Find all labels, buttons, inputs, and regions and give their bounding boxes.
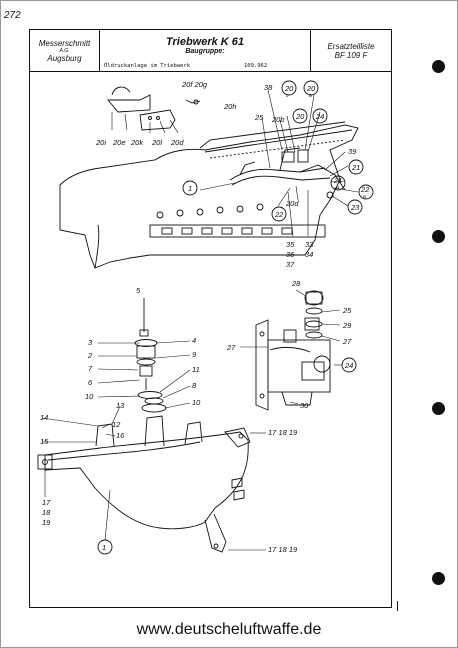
leader-lines-top	[111, 89, 359, 237]
leader-lines-tank	[41, 340, 266, 551]
label-11: 11	[192, 365, 200, 374]
callout-circles-top	[182, 80, 374, 222]
label-29: 29	[342, 321, 352, 330]
bracket-detail	[107, 86, 201, 131]
label-23: 23	[350, 203, 360, 212]
label-34: 34	[305, 250, 313, 259]
label-9: 9	[192, 350, 197, 359]
callout-circles-tank	[97, 539, 113, 555]
label-171819-a: 17 18 19	[268, 428, 298, 437]
label-7: 7	[88, 364, 93, 373]
city: Augsburg	[47, 53, 82, 63]
label-36: 36	[286, 250, 295, 259]
manufacturer-ag: A.G.	[59, 47, 70, 54]
oil-pump	[255, 290, 331, 411]
label-14: 14	[40, 413, 48, 422]
label-12: 12	[112, 420, 121, 429]
sheet-number: 109.962	[244, 63, 268, 69]
label-22: 22	[274, 210, 284, 219]
label-20-mid: 20	[295, 112, 305, 121]
label-21: 21	[351, 163, 360, 172]
label-17: 17	[42, 498, 51, 507]
margin-tick	[397, 601, 398, 611]
binder-hole-4	[432, 572, 445, 585]
label-20e: 20e	[112, 138, 126, 147]
label-20b: 20b	[271, 115, 285, 124]
binder-hole-1	[432, 60, 445, 73]
label-20i: 20i	[95, 138, 106, 147]
leader-lines-pump	[240, 289, 342, 405]
label-13: 13	[116, 401, 125, 410]
label-20h: 20h	[223, 102, 237, 111]
label-27-left: 27	[226, 343, 236, 352]
label-20a-sub: a	[309, 93, 312, 99]
label-8: 8	[192, 381, 197, 390]
label-20d: 20d	[285, 199, 299, 208]
filler-cap-stack	[134, 298, 163, 399]
label-20d-top: 20d	[170, 138, 184, 147]
label-16: 16	[116, 431, 125, 440]
aircraft-model: BF 109 F	[334, 50, 368, 60]
title-cell: Triebwerk K 61 Baugruppe: Öldruckanlage …	[100, 30, 311, 71]
label-15: 15	[40, 437, 49, 446]
label-19: 19	[42, 518, 51, 527]
binder-hole-2	[432, 230, 445, 243]
binder-hole-3	[432, 402, 445, 415]
label-5: 5	[136, 286, 141, 295]
label-21a: 21	[333, 176, 342, 185]
label-2: 2	[87, 351, 93, 360]
label-1-top: 1	[188, 184, 192, 193]
label-3: 3	[88, 338, 93, 347]
oil-pipe-assembly	[229, 147, 346, 199]
label-20f20g: 20f 20g	[181, 80, 208, 89]
label-25-bottom: 25	[342, 306, 352, 315]
label-39: 39	[348, 147, 357, 156]
oil-tank	[37, 397, 251, 553]
label-20c-sub: c	[286, 93, 289, 99]
label-37: 37	[286, 260, 295, 269]
label-171819-b: 17 18 19	[268, 545, 298, 554]
label-24-top: 24	[315, 112, 324, 121]
label-20l: 20l	[151, 138, 162, 147]
drawing-frame	[29, 70, 392, 608]
label-38: 38	[264, 83, 273, 92]
label-18: 18	[42, 508, 51, 517]
manufacturer-cell: Messerschmitt A.G. Augsburg	[30, 30, 100, 71]
page-number: 272	[4, 10, 21, 21]
label-22a-sub: a	[363, 194, 366, 200]
list-cell: Ersatzteilliste BF 109 F	[311, 30, 391, 71]
label-22a: 22	[360, 185, 370, 194]
label-10b: 10	[192, 398, 201, 407]
list-title: Ersatzteilliste	[327, 41, 375, 51]
title-block: Messerschmitt A.G. Augsburg Triebwerk K …	[29, 29, 392, 72]
label-33: 33	[305, 240, 314, 249]
label-27-right: 27	[342, 337, 352, 346]
label-21a-sub: a	[336, 185, 339, 191]
engine-title: Triebwerk K 61	[165, 36, 245, 48]
group-label: Baugruppe:	[185, 48, 225, 55]
label-24-bottom: 24	[344, 361, 353, 370]
cylinder-bank	[149, 203, 326, 238]
footer-url: www.deutscheluftwaffe.de	[136, 621, 322, 638]
label-6: 6	[88, 378, 93, 387]
label-20a-top: 20	[306, 84, 316, 93]
label-20c: 20	[284, 84, 294, 93]
label-20k: 20k	[130, 138, 144, 147]
manufacturer: Messerschmitt	[38, 38, 91, 48]
label-28: 28	[291, 279, 301, 288]
subgroup-name: Öldruckanlage im Triebwerk	[104, 63, 191, 69]
label-25-top: 25	[254, 113, 264, 122]
label-4: 4	[192, 336, 196, 345]
engine-outline	[59, 121, 359, 269]
label-30: 30	[300, 401, 309, 410]
label-35: 35	[286, 240, 295, 249]
callout-labels: 20f 20g 20h 20i 20e 20k 20l 20d 38 20 c …	[40, 80, 370, 554]
label-1-bottom: 1	[102, 543, 106, 552]
callout-circles-pump	[341, 357, 357, 373]
label-10: 10	[85, 392, 94, 401]
